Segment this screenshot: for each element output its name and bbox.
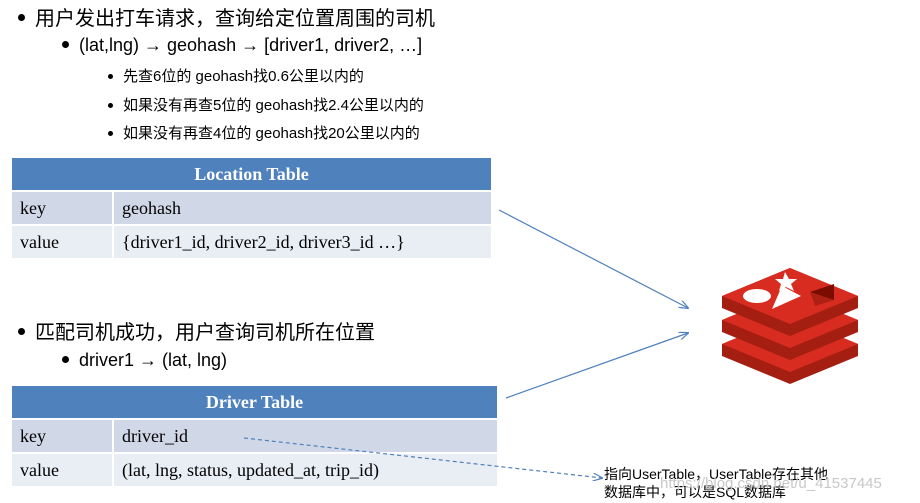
table-cell-value: (lat, lng, status, updated_at, trip_id) <box>113 452 497 486</box>
table-cell-value: geohash <box>113 190 491 225</box>
table-row: value {driver1_id, driver2_id, driver3_i… <box>12 224 491 258</box>
bullet-text: 匹配司机成功，用户查询司机所在位置 <box>35 322 375 344</box>
sub-sub-bullet-2: 如果没有再查5位的 geohash找2.4公里以内的 <box>108 94 424 115</box>
bullet-text: 如果没有再查5位的 geohash找2.4公里以内的 <box>123 97 424 114</box>
note-line: 指向UserTable，UserTable存在其他 <box>604 466 829 482</box>
bullet-text: 先查6位的 geohash找0.6公里以内的 <box>123 68 364 85</box>
sub-bullet-geohash-flow: (lat,lng) → geohash → [driver1, driver2,… <box>62 35 422 56</box>
table-cell-key: value <box>12 224 114 258</box>
bullet-driver-query: 用户发出打车请求，查询给定位置周围的司机 <box>18 2 435 31</box>
sub-bullet-driver-lookup: driver1 → (lat, lng) <box>62 350 227 371</box>
location-table: Location Table key geohash value {driver… <box>12 158 491 258</box>
table-cell-key: value <box>12 452 114 486</box>
note-line: 数据库中，可以是SQL数据库 <box>604 484 787 500</box>
table-cell-value: {driver1_id, driver2_id, driver3_id …} <box>113 224 491 258</box>
driver-table-title: Driver Table <box>12 386 497 419</box>
bullet-dot-icon <box>18 14 25 22</box>
bullet-dot-icon <box>62 355 69 363</box>
bullet-text: 如果没有再查4位的 geohash找20公里以内的 <box>123 125 420 142</box>
table-cell-key: key <box>12 190 114 225</box>
arrow-driver-to-redis <box>505 333 688 399</box>
dashed-arrow-to-usertable-note <box>243 437 602 478</box>
driver-table: Driver Table key driver_id value (lat, l… <box>12 386 497 486</box>
redis-logo-icon <box>722 268 858 384</box>
bullet-dot-icon <box>108 102 113 108</box>
table-cell-key: key <box>12 418 114 453</box>
usertable-note: 指向UserTable，UserTable存在其他 数据库中，可以是SQL数据库 <box>604 465 904 501</box>
bullet-text: 用户发出打车请求，查询给定位置周围的司机 <box>35 8 435 30</box>
bullet-dot-icon <box>18 328 25 336</box>
bullet-text: driver1 → (lat, lng) <box>79 350 228 370</box>
bullet-text: (lat,lng) → geohash → [driver1, driver2,… <box>79 35 423 55</box>
bullet-dot-icon <box>108 130 113 136</box>
bullet-dot-icon <box>62 40 69 48</box>
sub-sub-bullet-3: 如果没有再查4位的 geohash找20公里以内的 <box>108 122 420 143</box>
watermark: https://blog.csdn.net/u_41537445 <box>660 475 882 492</box>
table-row: value (lat, lng, status, updated_at, tri… <box>12 452 497 486</box>
table-row: key driver_id <box>12 418 497 453</box>
bullet-dot-icon <box>108 73 113 79</box>
table-cell-value: driver_id <box>113 418 497 453</box>
bullet-driver-location: 匹配司机成功，用户查询司机所在位置 <box>18 316 375 345</box>
arrow-location-to-redis <box>498 209 688 308</box>
location-table-title: Location Table <box>12 158 491 191</box>
table-row: key geohash <box>12 190 491 225</box>
sub-sub-bullet-1: 先查6位的 geohash找0.6公里以内的 <box>108 65 364 86</box>
